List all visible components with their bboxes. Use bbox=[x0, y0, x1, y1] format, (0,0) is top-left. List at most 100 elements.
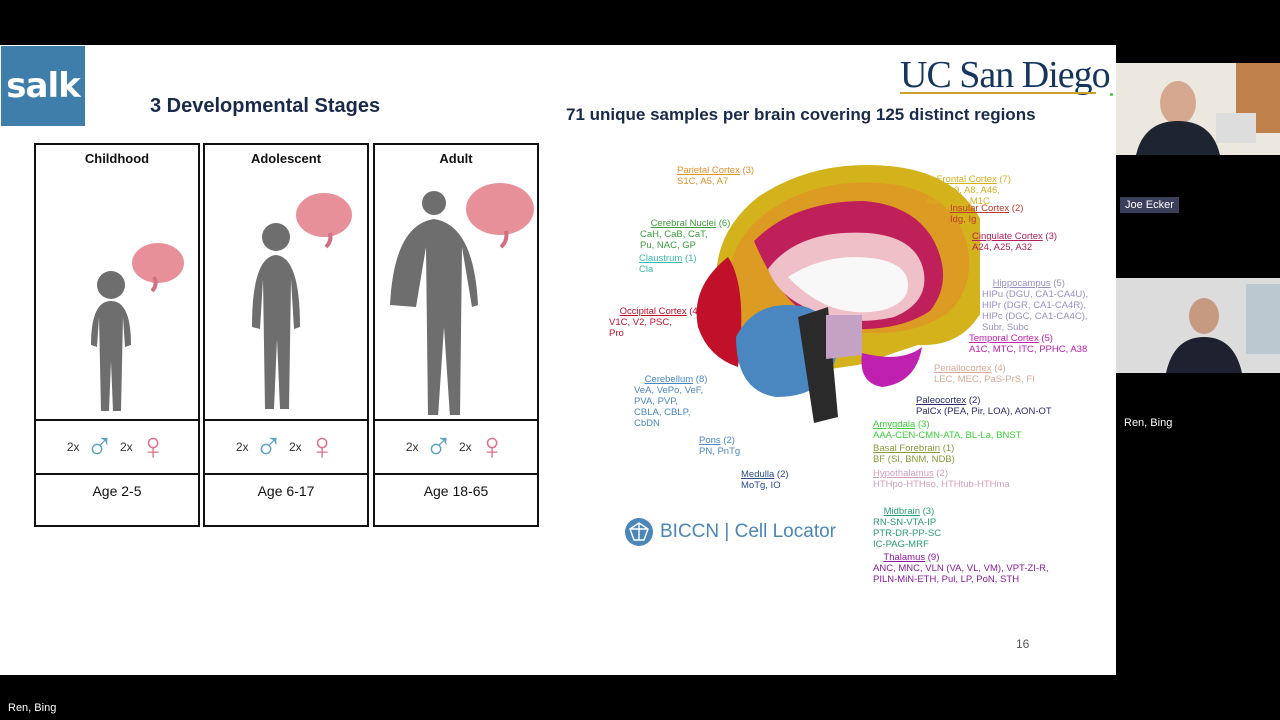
region-name: Cingulate Cortex bbox=[972, 231, 1043, 242]
region-detail: HIPu (DGU, CA1-CA4U), HIPr (DGR, CA1-CA4… bbox=[982, 289, 1089, 333]
brain-label: Claustrum (1) Cla bbox=[639, 253, 697, 275]
region-count: (8) bbox=[695, 374, 708, 385]
region-detail: PalCx (PEA, Pir, LOA), AON-OT bbox=[916, 406, 1052, 417]
brain-label: Paleocortex (2) PalCx (PEA, Pir, LOA), A… bbox=[916, 395, 1052, 417]
region-name: Claustrum bbox=[639, 253, 683, 264]
region-name: Occipital Cortex bbox=[619, 306, 687, 317]
region-name: Midbrain bbox=[883, 506, 920, 517]
right-title: 71 unique samples per brain covering 125… bbox=[566, 105, 1036, 124]
adolescent-figure-icon bbox=[252, 193, 352, 409]
status-dot bbox=[1110, 93, 1113, 96]
female-count: 2x bbox=[459, 440, 472, 454]
region-name: Parietal Cortex bbox=[677, 165, 740, 176]
participant-name-label: Ren, Bing bbox=[1124, 417, 1173, 429]
biccn-logo: BICCN | Cell Locator bbox=[624, 517, 836, 547]
region-detail: S1C, A5, A7 bbox=[677, 176, 729, 187]
region-detail: ANC, MNC, VLN (VA, VL, VM), VPT-ZI-R, PI… bbox=[873, 563, 1049, 585]
region-count: (2) bbox=[776, 469, 789, 480]
region-detail: A10, A9, A8, A46, A44, A45, M1C bbox=[926, 185, 1000, 207]
region-name: Cerebellum bbox=[644, 374, 694, 385]
region-count: (9) bbox=[927, 552, 940, 563]
biccn-text: BICCN | Cell Locator bbox=[660, 521, 836, 542]
region-count: (2) bbox=[968, 395, 981, 406]
female-symbol-icon: ♀ bbox=[307, 426, 337, 468]
region-detail: MoTg, IO bbox=[741, 480, 781, 491]
region-count: (3) bbox=[922, 506, 935, 517]
region-detail: A1C, MTC, ITC, PPHC, A38 bbox=[969, 344, 1088, 355]
male-symbol-icon: ♂ bbox=[254, 426, 284, 468]
region-name: Insular Cortex bbox=[950, 203, 1010, 214]
sex-count-row: 2x ♂ 2x ♀ bbox=[36, 419, 198, 475]
participant-name-badge: Joe Ecker bbox=[1120, 197, 1179, 213]
region-detail: RN-SN-VTA-IP PTR-DR-PP-SC IC-PAG-MRF bbox=[873, 517, 942, 550]
region-count: (1) bbox=[684, 253, 697, 264]
stage-age: Age 6-17 bbox=[257, 483, 315, 499]
female-count: 2x bbox=[120, 440, 133, 454]
brain-label: Cerebral Nuclei (6) CaH, CaB, CaT, Pu, N… bbox=[640, 207, 730, 262]
region-detail: CaH, CaB, CaT, Pu, NAC, GP bbox=[640, 229, 708, 251]
region-count: (3) bbox=[917, 419, 930, 430]
region-count: (1) bbox=[942, 443, 955, 454]
region-name: Thalamus bbox=[883, 552, 926, 563]
region-name: Cerebral Nuclei bbox=[650, 218, 717, 229]
stage-panel-adult: Adult 2x ♂ 2x ♀ Age 18-65 bbox=[373, 143, 539, 527]
region-name: Temporal Cortex bbox=[969, 333, 1039, 344]
region-name: Pons bbox=[699, 435, 721, 446]
active-speaker-name: Ren, Bing bbox=[8, 702, 57, 714]
region-name: Hippocampus bbox=[992, 278, 1051, 289]
brain-label: Thalamus (9) ANC, MNC, VLN (VA, VL, VM),… bbox=[873, 541, 1049, 596]
brain-label: Amygdala (3) AAA-CEN-CMN-ATA, BL-La, BNS… bbox=[873, 419, 1022, 441]
region-name: Medulla bbox=[741, 469, 775, 480]
brain-label: Cerebellum (8) VeA, VePo, VeF, PVA, PVP,… bbox=[634, 363, 707, 440]
participant-video-icon bbox=[1116, 63, 1280, 155]
region-detail: BF (SI, BNM, NDB) bbox=[873, 454, 955, 465]
region-detail: A24, A25, A32 bbox=[972, 242, 1033, 253]
brain-diagram-icon bbox=[696, 165, 980, 423]
child-figure-icon bbox=[91, 243, 184, 411]
sex-count-row: 2x ♂ 2x ♀ bbox=[375, 419, 537, 475]
stage-panel-adolescent: Adolescent 2x ♂ 2x ♀ Age 6-17 bbox=[203, 143, 369, 527]
male-count: 2x bbox=[235, 440, 249, 454]
region-detail: Cla bbox=[639, 264, 654, 275]
video-tile-ren-bing[interactable] bbox=[1116, 278, 1280, 373]
brain-label: Temporal Cortex (5) A1C, MTC, ITC, PPHC,… bbox=[969, 333, 1087, 355]
region-count: (7) bbox=[999, 174, 1012, 185]
male-count: 2x bbox=[405, 440, 419, 454]
stage-title: Childhood bbox=[84, 151, 150, 166]
brain-label: Pons (2) PN, PnTg bbox=[699, 435, 740, 457]
region-detail: Idg, Ig bbox=[950, 214, 977, 225]
video-tile-joe-ecker[interactable] bbox=[1116, 63, 1280, 155]
region-count: (4) bbox=[994, 363, 1006, 374]
participant-video-icon bbox=[1116, 278, 1280, 373]
region-count: (6) bbox=[718, 218, 731, 229]
region-count: (3) bbox=[742, 165, 755, 176]
region-count: (4) bbox=[689, 306, 701, 317]
stage-title: Adult bbox=[439, 151, 473, 166]
region-detail: V1C, V2, PSC, Pro bbox=[609, 317, 672, 339]
stage-age: Age 18-65 bbox=[423, 483, 489, 499]
region-count: (2) bbox=[723, 435, 735, 446]
region-count: (5) bbox=[1053, 278, 1065, 289]
left-title: 3 Developmental Stages bbox=[150, 95, 381, 117]
brain-label: Cingulate Cortex (3) A24, A25, A32 bbox=[972, 231, 1057, 253]
female-symbol-icon: ♀ bbox=[138, 426, 168, 468]
region-name: Frontal Cortex bbox=[936, 174, 997, 185]
region-name: Amygdala bbox=[873, 419, 916, 430]
brain-label: Occipital Cortex (4) V1C, V2, PSC, Pro bbox=[609, 295, 701, 350]
presentation-slide: salk 3 Developmental Stages UC San Diego… bbox=[0, 45, 1116, 675]
region-count: (5) bbox=[1041, 333, 1053, 344]
brain-label: Hippocampus (5) HIPu (DGU, CA1-CA4U), HI… bbox=[982, 267, 1088, 344]
brain-label: Insular Cortex (2) Idg, Ig bbox=[950, 203, 1023, 225]
brain-label: Midbrain (3) RN-SN-VTA-IP PTR-DR-PP-SC I… bbox=[873, 495, 941, 561]
male-symbol-icon: ♂ bbox=[424, 426, 454, 468]
adult-figure-icon bbox=[390, 183, 534, 415]
ucsd-logo-underline bbox=[900, 92, 1096, 94]
region-name: Periallocortex bbox=[934, 363, 992, 374]
male-count: 2x bbox=[66, 440, 80, 454]
brain-label: Medulla (2) MoTg, IO bbox=[741, 469, 789, 491]
brain-label: Frontal Cortex (7) A10, A9, A8, A46, A44… bbox=[926, 163, 1011, 218]
brain-label: Periallocortex (4) LEC, MEC, PaS-PrS, FI bbox=[934, 363, 1035, 385]
region-count: (2) bbox=[936, 468, 948, 479]
salk-logo: salk bbox=[1, 46, 85, 126]
region-detail: PN, PnTg bbox=[699, 446, 741, 457]
